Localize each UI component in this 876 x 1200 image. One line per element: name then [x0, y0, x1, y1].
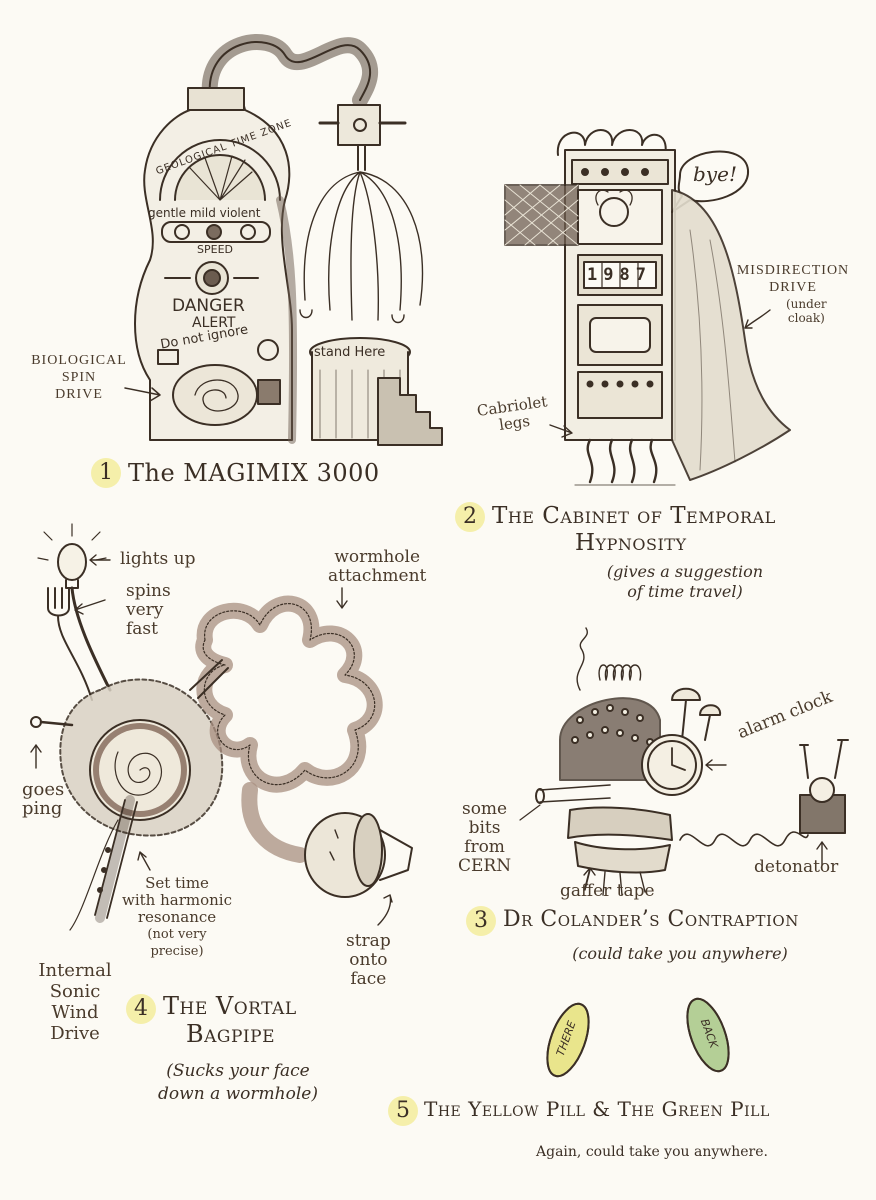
wormhole-line-1: wormhole	[334, 547, 421, 567]
set-time-line-1: Set time	[145, 874, 209, 892]
item-2-number: 2	[455, 502, 485, 532]
lights-up-label: lights up	[120, 549, 196, 569]
cern-line-3: from	[464, 837, 505, 857]
detonator-label: detonator	[754, 857, 839, 877]
year-counter: 1987	[587, 265, 652, 285]
spins-line-3: fast	[126, 619, 158, 639]
item-4-number: 4	[126, 994, 156, 1024]
set-time-line-4: (not very	[147, 927, 207, 942]
spin-drive-line-2: Spin	[61, 370, 97, 385]
wormhole-line-2: attachment	[328, 566, 427, 586]
item-2-note-line-2: of time travel)	[627, 582, 743, 601]
cern-line-2: bits	[468, 818, 501, 838]
contraption-machine	[519, 627, 849, 896]
internal-line-2: Sonic	[49, 981, 101, 1002]
item-4-title-line-1: The Vortal	[163, 992, 297, 1020]
danger-label: DANGER	[172, 296, 245, 316]
spin-drive-line-1: Biological	[31, 353, 127, 368]
bagpipe-machine	[30, 523, 413, 931]
cern-line-1: some	[461, 799, 508, 819]
gaffer-tape-label: gaffer tape	[560, 881, 655, 901]
wormhole-attachment-label: wormhole attachment	[328, 548, 426, 586]
strap-line-2: onto	[349, 950, 388, 970]
cabinet-machine	[504, 129, 791, 486]
stand-here-label: stand Here	[314, 345, 386, 360]
set-time-line-3: resonance	[137, 908, 217, 926]
alert-label: ALERT	[192, 315, 236, 331]
item-2-note: (gives a suggestion of time travel)	[590, 562, 780, 602]
set-time-line-2: with harmonic	[122, 891, 232, 909]
speed-options-label: gentle mild violent	[148, 206, 261, 220]
item-3-note: (could take you anywhere)	[572, 944, 788, 963]
spins-very-fast-label: spins very fast	[126, 582, 171, 639]
item-3-number: 3	[466, 906, 496, 936]
item-3-title: Dr Colander’s Contraption	[503, 907, 799, 932]
misdirection-line-2: Drive	[769, 280, 817, 295]
internal-line-4: Drive	[50, 1023, 100, 1044]
cern-label: some bits from CERN	[458, 800, 511, 876]
item-2-title-line-1: The Cabinet of Temporal	[492, 503, 776, 529]
item-4-note-line-2: down a wormhole)	[158, 1084, 318, 1104]
set-time-label: Set time with harmonic resonance (not ve…	[112, 875, 242, 960]
misdirection-drive-label: Misdirection Drive	[728, 262, 858, 296]
spin-drive-label: Biological Spin Drive	[24, 352, 134, 403]
strap-onto-face-label: strap onto face	[346, 932, 391, 989]
item-4-note-line-1: (Sucks your face	[166, 1061, 310, 1081]
under-cloak-label: (under cloak)	[786, 297, 827, 325]
cern-line-4: CERN	[458, 856, 512, 876]
internal-line-1: Internal	[38, 960, 112, 981]
item-2-title-line-2: Hypnosity	[575, 530, 687, 556]
bye-speech-bubble-text: bye!	[693, 162, 737, 186]
strap-line-1: strap	[346, 931, 391, 951]
item-4-note: (Sucks your face down a wormhole)	[128, 1060, 348, 1106]
item-2-note-line-1: (gives a suggestion	[606, 562, 764, 581]
misdirection-line-1: Misdirection	[736, 263, 850, 278]
item-4-title-line-2: Bagpipe	[186, 1020, 275, 1048]
spins-line-1: spins	[126, 581, 171, 601]
goes-ping-label: goes ping	[22, 780, 64, 818]
item-5-number: 5	[388, 1096, 418, 1126]
internal-line-3: Wind	[51, 1002, 99, 1023]
pills	[546, 997, 730, 1078]
item-1-title: The MAGIMIX 3000	[128, 459, 380, 487]
strap-line-3: face	[350, 969, 387, 989]
speed-label: SPEED	[197, 243, 233, 256]
spins-line-2: very	[126, 600, 164, 620]
set-time-line-5: precise)	[150, 944, 204, 959]
magimix-machine	[124, 34, 443, 446]
under-cloak-line-1: (under	[786, 297, 827, 311]
goes-line-2: ping	[22, 798, 63, 819]
item-5-note: Again, could take you anywhere.	[536, 1144, 768, 1160]
under-cloak-line-2: cloak)	[787, 311, 825, 325]
internal-sonic-wind-drive-label: Internal Sonic Wind Drive	[36, 960, 114, 1044]
spin-drive-line-3: Drive	[55, 387, 103, 402]
item-1-number: 1	[91, 458, 121, 488]
item-5-title: The Yellow Pill & The Green Pill	[424, 1097, 770, 1121]
goes-line-1: goes	[22, 779, 65, 800]
